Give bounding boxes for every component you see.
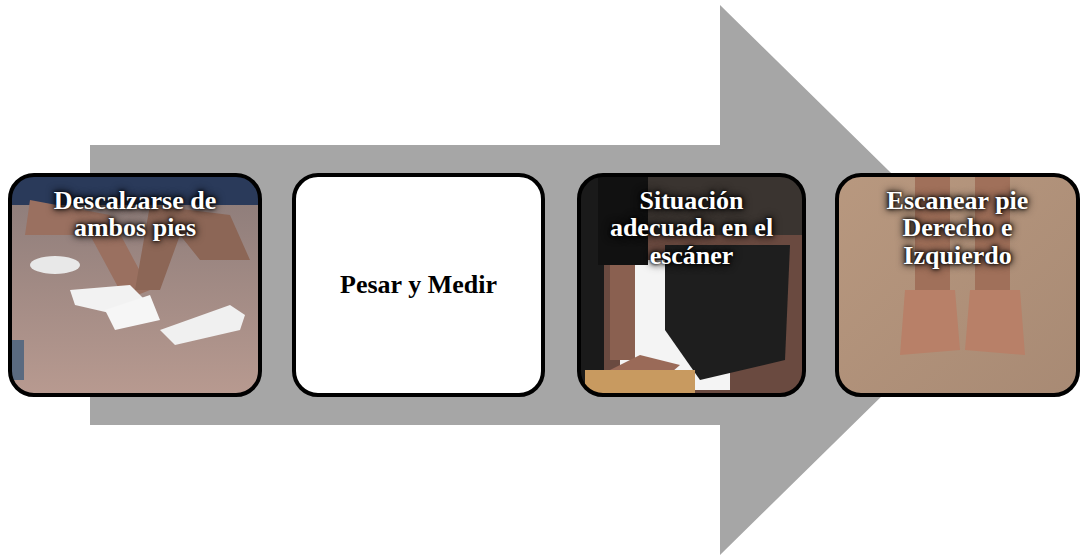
step-label: Pesar y Medir [340,271,497,298]
slipper [30,256,80,274]
leg [610,265,635,360]
step-label: Descalzarse de ambos pies [22,187,248,242]
step-label: Situación adecuada en el escáner [591,187,792,269]
photo-step-box: Escanear pie Derecho e Izquierdo [835,173,1080,397]
step-label: Escanear pie Derecho e Izquierdo [849,187,1066,269]
photo-step-box: Situación adecuada en el escáner [577,173,806,397]
floor [10,175,260,395]
process-box: Pesar y Medir [292,173,545,397]
photo-undress [10,175,260,395]
sock [105,295,160,330]
bag [10,340,24,380]
foot [900,290,960,355]
photo-step-box: Descalzarse de ambos pies [8,173,262,397]
slipper [160,305,245,345]
photo-scanner [579,175,804,395]
board [585,370,695,395]
photo-feet [837,175,1078,395]
foot [965,290,1025,355]
sand [837,175,1078,395]
floor [579,175,804,395]
